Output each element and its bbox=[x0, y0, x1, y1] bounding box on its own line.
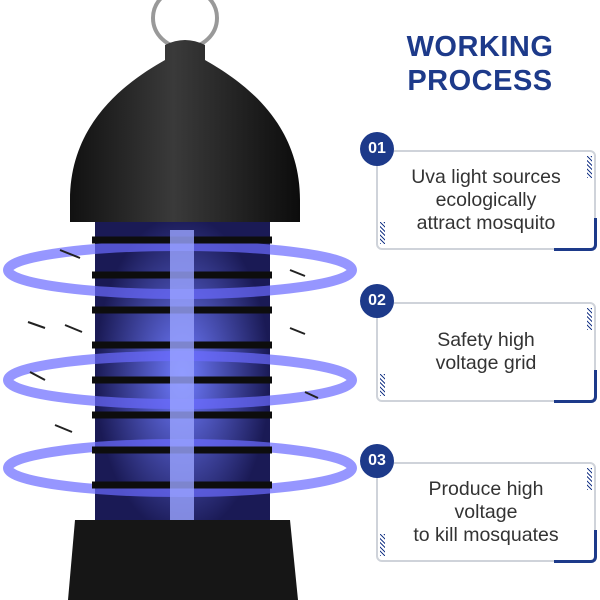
step-text-line: Produce high bbox=[428, 477, 544, 500]
lamp-base bbox=[68, 520, 298, 600]
corner-accent bbox=[554, 370, 597, 403]
hatch-decoration bbox=[587, 308, 592, 330]
step-text-line: Uva light sources bbox=[411, 165, 561, 188]
page-title: WORKING PROCESS bbox=[370, 30, 590, 98]
step-number-badge: 02 bbox=[360, 284, 394, 318]
step-text-line: voltage bbox=[454, 500, 518, 523]
step-text: Uva light sources ecologically attract m… bbox=[405, 166, 567, 235]
step-card-03: Produce high voltage to kill mosquates 0… bbox=[360, 444, 600, 565]
step-number-badge: 03 bbox=[360, 444, 394, 478]
step-number-badge: 01 bbox=[360, 132, 394, 166]
lamp-cap bbox=[70, 40, 300, 222]
step-text-line: attract mosquito bbox=[416, 211, 556, 234]
title-line-1: WORKING bbox=[406, 31, 554, 63]
hatch-decoration bbox=[380, 374, 385, 396]
step-text-line: ecologically bbox=[435, 188, 537, 211]
step-text-line: voltage grid bbox=[435, 352, 537, 374]
step-text: Produce high voltage to kill mosquates bbox=[407, 478, 564, 547]
step-card-01: Uva light sources ecologically attract m… bbox=[360, 132, 600, 253]
corner-accent bbox=[554, 218, 597, 251]
hatch-decoration bbox=[587, 156, 592, 178]
bug-zapper-lamp-image bbox=[3, 0, 357, 600]
uv-tube bbox=[170, 230, 194, 520]
title-line-2: PROCESS bbox=[407, 65, 553, 97]
step-box: Uva light sources ecologically attract m… bbox=[376, 150, 597, 251]
step-box: Safety high voltage grid bbox=[376, 302, 597, 403]
step-text: Safety high voltage grid bbox=[430, 329, 543, 375]
mosquito-icons bbox=[27, 249, 319, 433]
step-box: Produce high voltage to kill mosquates bbox=[376, 462, 597, 563]
hatch-decoration bbox=[587, 468, 592, 490]
hatch-decoration bbox=[380, 222, 385, 244]
step-text-line: Safety high bbox=[437, 329, 535, 351]
corner-accent bbox=[554, 530, 597, 563]
step-card-02: Safety high voltage grid 02 bbox=[360, 284, 600, 405]
hatch-decoration bbox=[380, 534, 385, 556]
step-text-line: to kill mosquates bbox=[413, 523, 559, 546]
